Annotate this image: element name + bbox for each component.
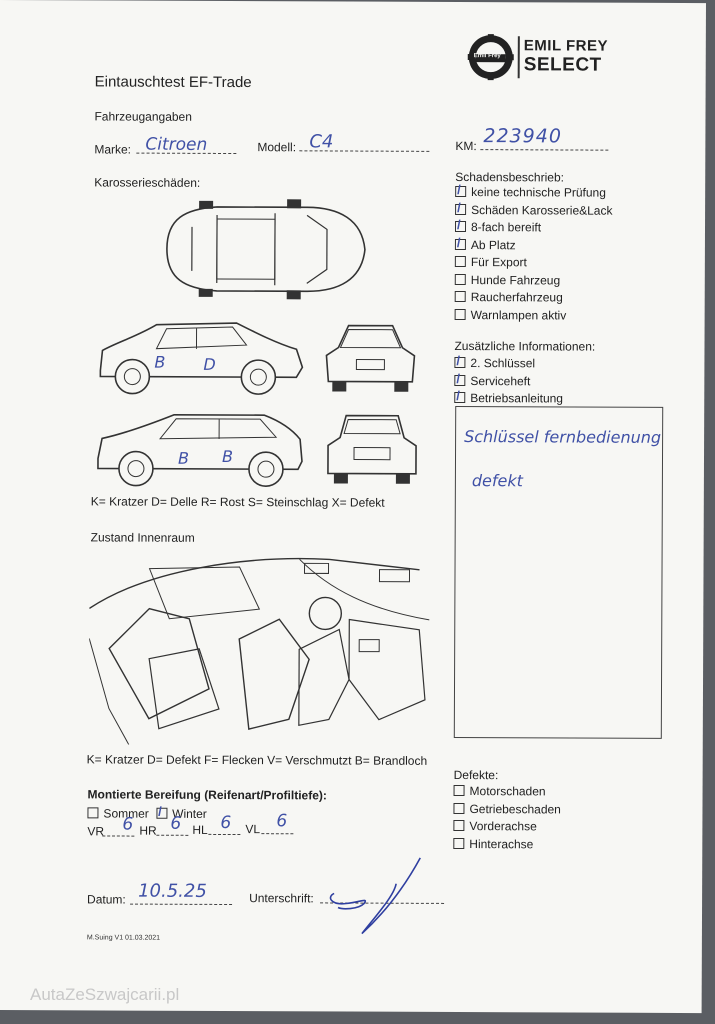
winter-checkbox-icon[interactable] xyxy=(156,807,168,819)
checkbox-icon[interactable] xyxy=(453,802,465,814)
notes-line-2: defekt xyxy=(471,471,523,491)
notes-line-1: Schlüssel fernbedienung xyxy=(464,427,662,447)
additional-info-title: Zusätzliche Informationen: xyxy=(454,338,596,354)
checklist-item-smoker[interactable]: Raucherfahrzeug xyxy=(454,290,612,308)
checklist-item-gearbox[interactable]: Getriebeschaden xyxy=(453,801,561,819)
checklist-item-export[interactable]: Für Export xyxy=(454,255,612,273)
vr-value: 6 xyxy=(122,814,134,835)
hr-label: HR xyxy=(139,823,157,838)
form-title: Eintauschtest EF-Trade xyxy=(94,73,252,92)
car-side-view-left-diagram xyxy=(97,413,303,487)
date-label: Datum: xyxy=(87,892,126,907)
car-front-view-diagram xyxy=(325,324,416,392)
checkbox-icon[interactable] xyxy=(454,290,466,303)
tire-type-row: Sommer Winter xyxy=(87,806,207,821)
hr-line xyxy=(156,834,189,836)
vr-line xyxy=(102,835,135,837)
tires-title: Montierte Bereifung (Reifenart/Profiltie… xyxy=(87,787,327,803)
body-mark-3: B xyxy=(177,448,190,468)
checkbox-icon[interactable] xyxy=(454,391,466,404)
brand-line-1: EMIL FREY xyxy=(523,37,609,55)
hl-line xyxy=(208,833,241,836)
checkbox-icon[interactable] xyxy=(455,203,467,215)
vl-label: VL xyxy=(245,822,261,837)
body-mark-2: D xyxy=(203,354,216,374)
car-interior-diagram xyxy=(88,557,430,745)
checkbox-icon[interactable] xyxy=(454,255,466,268)
logo-divider xyxy=(517,36,520,79)
car-top-view-diagram xyxy=(166,199,366,300)
vl-value: 6 xyxy=(276,811,288,832)
checkbox-icon[interactable] xyxy=(455,185,467,198)
watermark-text: AutaZeSzwajcarii.pl xyxy=(30,985,180,1004)
modell-value: C4 xyxy=(309,131,334,153)
defects-title: Defekte: xyxy=(453,767,499,783)
hr-value: 6 xyxy=(170,813,182,834)
vehicle-section-label: Fahrzeugangaben xyxy=(94,109,192,124)
checkbox-icon[interactable] xyxy=(453,837,465,849)
body-damage-label: Karosserieschäden: xyxy=(94,175,201,190)
checklist-item-rear-axle[interactable]: Hinterachse xyxy=(453,836,560,854)
form-version: M.Suing V1 01.03.2021 xyxy=(86,934,161,942)
body-mark-1: B xyxy=(154,352,166,372)
km-label: KM: xyxy=(455,138,477,154)
date-value: 10.5.25 xyxy=(138,880,207,902)
summer-checkbox-icon[interactable] xyxy=(87,807,99,819)
inspection-form-page: Eintauschtest EF-Trade Emil Frey EMIL FR… xyxy=(0,0,706,1013)
car-rear-view-diagram xyxy=(327,414,417,484)
checklist-item-second-key[interactable]: 2. Schlüssel xyxy=(454,356,563,374)
body-mark-4: B xyxy=(221,446,234,467)
notes-box[interactable]: Schlüssel fernbedienung defekt xyxy=(453,405,664,739)
checklist-item-warning-lights[interactable]: Warnlampen aktiv xyxy=(454,307,612,325)
checkbox-icon[interactable] xyxy=(453,784,465,797)
checklist-item-ab-platz[interactable]: Ab Platz xyxy=(454,237,612,255)
checklist-item-dog-vehicle[interactable]: Hunde Fahrzeug xyxy=(454,272,612,290)
interior-section-label: Zustand Innenraum xyxy=(90,530,195,545)
checklist-item-8-tires[interactable]: 8-fach bereift xyxy=(454,220,612,238)
checkbox-icon[interactable] xyxy=(453,819,465,832)
modell-label: Modell: xyxy=(257,140,297,155)
checklist-item-body-damage[interactable]: Schäden Karosserie&Lack xyxy=(455,202,613,220)
date-line xyxy=(130,903,233,906)
km-line xyxy=(480,149,609,151)
signature-scribble xyxy=(329,857,421,935)
checklist-item-no-tech-test[interactable]: keine technische Prüfung xyxy=(455,185,612,203)
damage-description-title: Schadensbeschrieb: xyxy=(455,169,565,185)
checkbox-icon[interactable] xyxy=(454,273,466,285)
hl-label: HL xyxy=(192,822,208,837)
checkbox-icon[interactable] xyxy=(454,238,466,250)
checklist-item-service-book[interactable]: Serviceheft xyxy=(454,373,563,391)
car-side-view-diagram xyxy=(99,322,304,395)
brand-line-2: SELECT xyxy=(523,54,602,76)
body-damage-legend: K= Kratzer D= Delle R= Rost S= Steinschl… xyxy=(90,494,385,510)
checkbox-icon[interactable] xyxy=(454,374,466,386)
interior-legend: K= Kratzer D= Defekt F= Flecken V= Versc… xyxy=(86,752,428,768)
km-value: 223940 xyxy=(483,125,562,148)
defects-checklist: Motorschaden Getriebeschaden Vorderachse… xyxy=(453,784,561,854)
checkbox-icon[interactable] xyxy=(454,308,466,320)
checkbox-icon[interactable] xyxy=(454,356,466,369)
emil-frey-logo-icon xyxy=(467,34,514,81)
logo-ring-text: Emil Frey xyxy=(473,53,501,60)
checkbox-icon[interactable] xyxy=(454,220,467,233)
hl-value: 6 xyxy=(220,812,232,834)
vl-line xyxy=(261,833,294,835)
marke-label: Marke: xyxy=(94,142,132,157)
damage-checklist: keine technische Prüfung Schäden Karosse… xyxy=(454,185,613,326)
checklist-item-engine[interactable]: Motorschaden xyxy=(453,784,561,802)
checklist-item-front-axle[interactable]: Vorderachse xyxy=(453,819,560,837)
marke-value: Citroen xyxy=(145,134,208,155)
signature-label: Unterschrift: xyxy=(249,891,314,906)
additional-info-checklist: 2. Schlüssel Serviceheft Betriebsanleitu… xyxy=(454,356,563,409)
